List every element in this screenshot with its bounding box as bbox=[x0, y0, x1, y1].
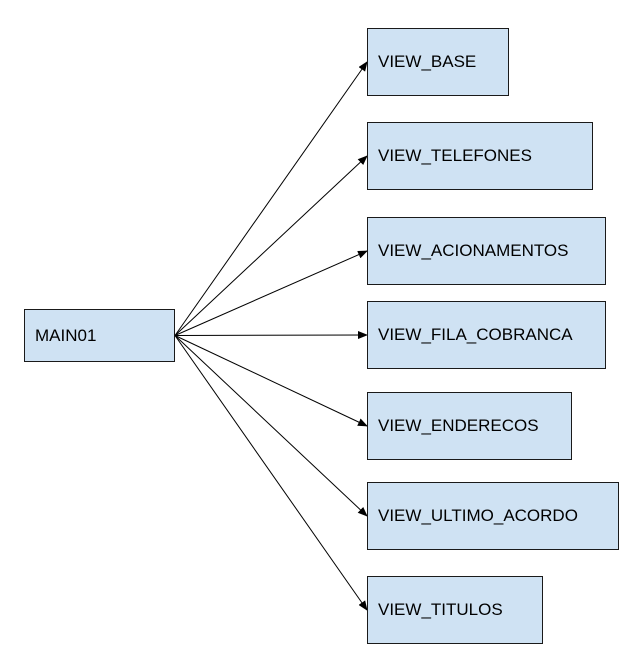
child-node-view-telefones: VIEW_TELEFONES bbox=[367, 122, 593, 190]
child-node-view-fila-cobranca: VIEW_FILA_COBRANCA bbox=[367, 301, 606, 369]
child-node-view-acionamentos: VIEW_ACIONAMENTOS bbox=[367, 217, 606, 285]
child-node-label: VIEW_TELEFONES bbox=[378, 146, 532, 165]
child-node-label: VIEW_TITULOS bbox=[378, 600, 503, 619]
edge-group bbox=[174, 61, 368, 611]
edge-arrow bbox=[174, 155, 368, 336]
child-node-label: VIEW_ULTIMO_ACORDO bbox=[378, 506, 578, 525]
child-node-view-ultimo-acordo: VIEW_ULTIMO_ACORDO bbox=[367, 482, 619, 550]
child-node-view-base: VIEW_BASE bbox=[367, 28, 509, 96]
child-node-label: VIEW_ENDERECOS bbox=[378, 416, 539, 435]
edge-arrow bbox=[174, 335, 368, 611]
root-node-label: MAIN01 bbox=[35, 325, 97, 345]
child-node-view-titulos: VIEW_TITULOS bbox=[367, 576, 543, 644]
edge-arrow bbox=[174, 335, 368, 427]
edge-arrow bbox=[174, 250, 368, 336]
root-node: MAIN01 bbox=[24, 309, 175, 362]
child-node-label: VIEW_FILA_COBRANCA bbox=[378, 325, 573, 344]
edge-arrow bbox=[174, 335, 368, 517]
edge-arrow bbox=[174, 331, 368, 340]
child-node-label: VIEW_ACIONAMENTOS bbox=[378, 241, 569, 260]
edge-arrow bbox=[174, 61, 368, 336]
child-node-view-enderecos: VIEW_ENDERECOS bbox=[367, 392, 572, 460]
child-node-label: VIEW_BASE bbox=[378, 52, 477, 71]
